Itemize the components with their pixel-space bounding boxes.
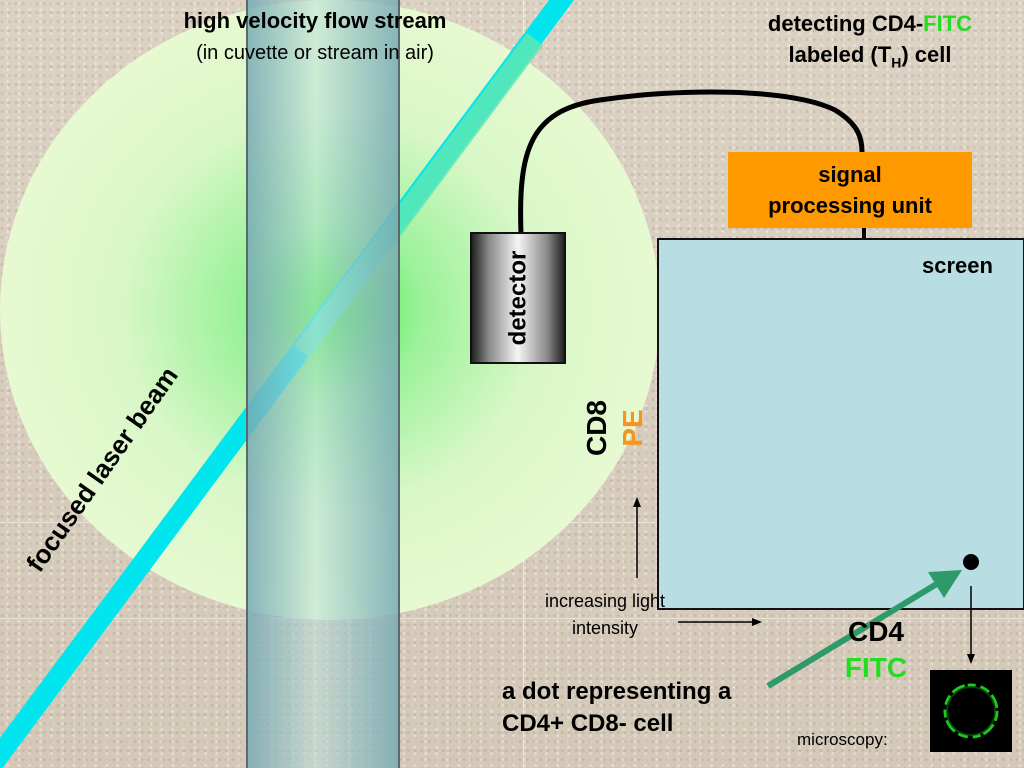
- cell-dot: [963, 554, 979, 570]
- dot-caption-line1: a dot representing a: [502, 678, 732, 705]
- signal-unit-line1: signal: [818, 162, 882, 187]
- microscopy-label: microscopy:: [797, 730, 888, 749]
- detecting-title: detecting CD4-FITC labeled (TH) cell: [720, 8, 1020, 78]
- signal-processing-unit: signal processing unit: [728, 152, 972, 228]
- detecting-line1-fitc: FITC: [923, 11, 973, 36]
- detecting-line2-suffix: ) cell: [901, 42, 952, 67]
- light-intensity-line1: increasing light: [544, 591, 666, 611]
- microscopy-arrow-head: [967, 654, 975, 664]
- flow-stream: [246, 0, 400, 768]
- y-axis-marker: CD8: [580, 399, 612, 457]
- light-intensity-label: increasing light intensity: [520, 588, 690, 642]
- detecting-line1-prefix: detecting CD4-: [767, 11, 924, 36]
- screen: [657, 238, 1024, 610]
- x-axis-fluor: FITC: [844, 652, 908, 683]
- x-axis-marker: CD4: [847, 616, 904, 647]
- dot-pointer-arrow-head: [928, 570, 962, 598]
- signal-unit-line2: processing unit: [768, 193, 932, 218]
- detecting-line2-sub: H: [891, 54, 902, 71]
- signal-cable: [518, 89, 865, 235]
- dot-caption: a dot representing a CD4+ CD8- cell: [502, 676, 731, 740]
- y-axis-fluor: PE: [616, 409, 648, 447]
- light-intensity-line2: intensity: [571, 618, 639, 638]
- screen-label: screen: [922, 253, 993, 278]
- y-arrow-head: [633, 497, 641, 507]
- gridline: [0, 618, 1024, 619]
- detector-cylinder: [470, 232, 566, 364]
- x-axis-label: CD4 FITC: [838, 614, 914, 686]
- x-arrow-head: [752, 618, 762, 626]
- stained-cell-ring: [943, 683, 999, 739]
- detecting-line2-prefix: labeled (T: [788, 42, 892, 67]
- title: high velocity flow stream: [183, 8, 447, 33]
- dot-caption-line2: CD4+ CD8- cell: [502, 710, 674, 737]
- dot-pointer-arrow: [766, 579, 942, 689]
- subtitle: (in cuvette or stream in air): [196, 42, 434, 64]
- microscopy-image: [930, 670, 1012, 752]
